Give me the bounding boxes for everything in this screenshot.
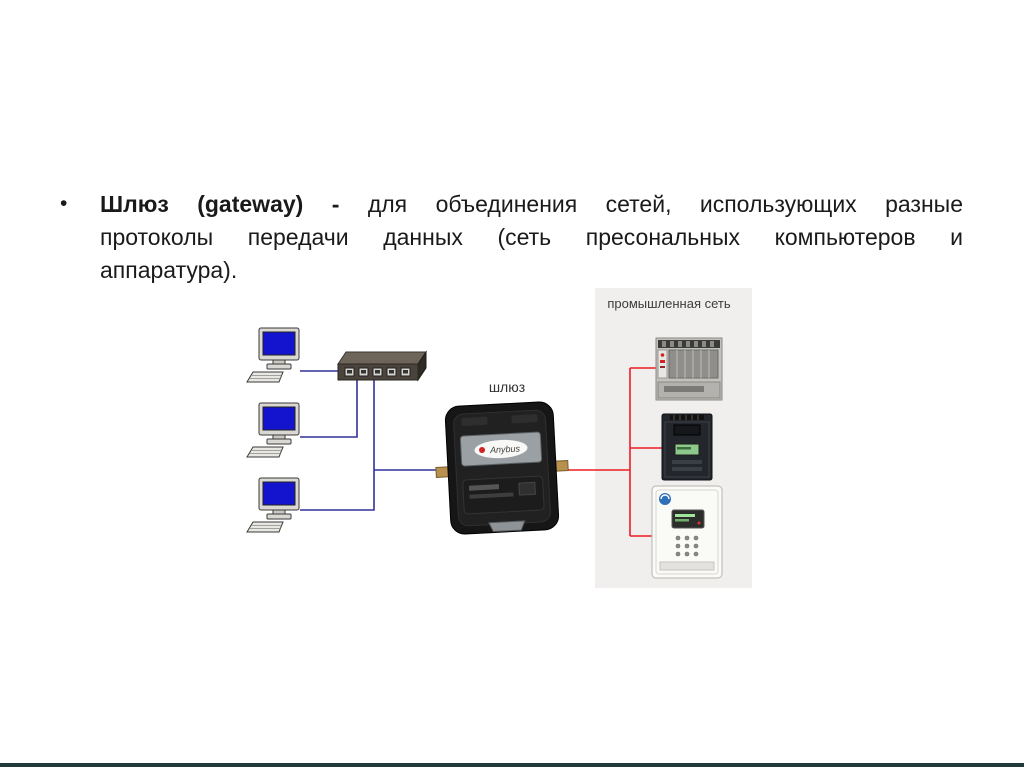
gateway-label: шлюз: [489, 379, 525, 395]
anybus-logo: [473, 438, 529, 460]
lan-line-pc3: [300, 380, 375, 511]
text-line-2: протоколы передачи данных (сеть пресонал…: [100, 224, 963, 250]
bullet-text: Шлюз (gateway) - для объединения сетей, …: [100, 188, 963, 287]
industrial-network-label: промышленная сеть: [607, 296, 731, 311]
gateway-dsub-connector: [488, 520, 526, 533]
bullet-text-rest: для объединения сетей, использующих разн…: [367, 191, 964, 217]
fieldbus-connections: [563, 367, 664, 537]
anybus-logo-dot: [479, 447, 486, 454]
gateway-top-detail-left: [461, 416, 488, 426]
pc-2: [246, 402, 300, 458]
switch-ports: [344, 367, 411, 377]
text-line-1: Шлюз (gateway) - для объединения сетей, …: [100, 188, 963, 221]
drive-keypad: [675, 535, 699, 557]
bullet-marker: •: [60, 192, 68, 215]
bullet-text-bold: Шлюз (gateway) -: [100, 191, 340, 217]
plc-status-column: [657, 349, 668, 379]
anybus-logo-text: Anybus: [489, 444, 521, 456]
footer-bar: [0, 763, 1024, 767]
gateway-top-detail-right: [511, 414, 538, 424]
plc-device: [655, 337, 723, 401]
pc-3: [246, 477, 300, 533]
switch-top: [337, 351, 427, 365]
network-switch: [337, 350, 427, 382]
controller-device: [661, 413, 713, 481]
lan-connections: [300, 370, 441, 511]
drive-device: [651, 485, 723, 579]
pc-1: [246, 327, 300, 383]
lan-line-pc2: [300, 380, 358, 438]
text-line-3: аппаратура).: [100, 257, 238, 283]
gateway-device: Anybus: [435, 401, 569, 535]
